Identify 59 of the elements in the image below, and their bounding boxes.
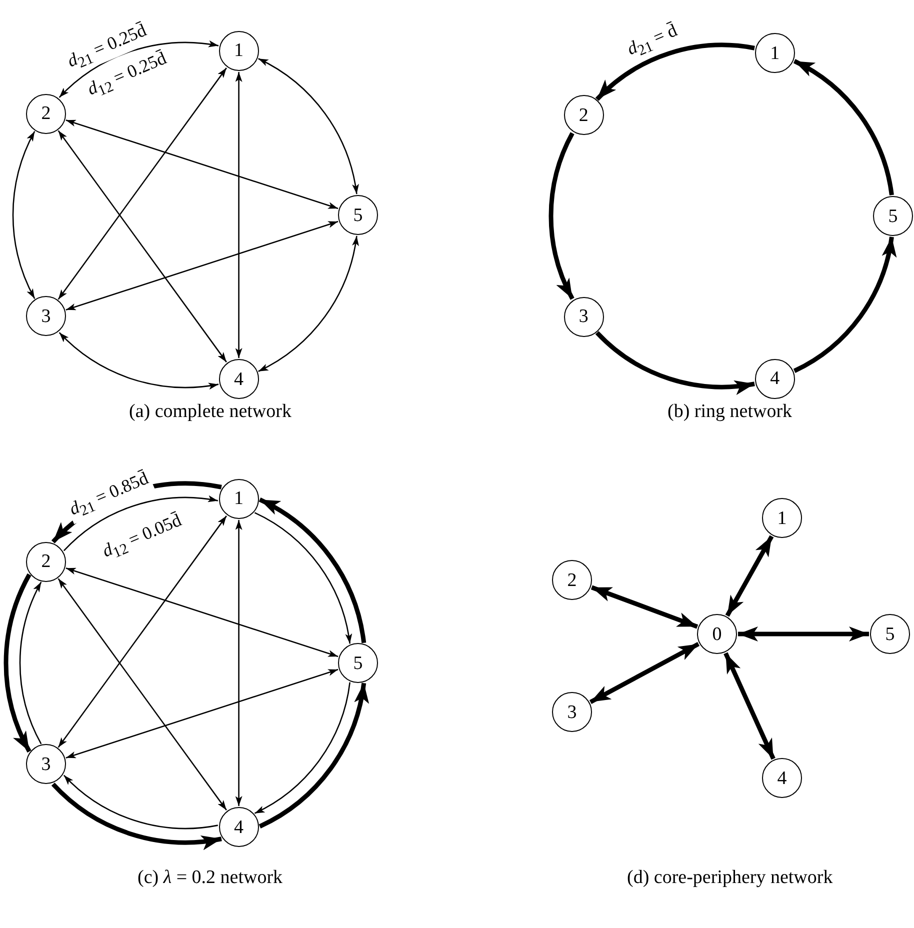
- node-circle: 4: [218, 359, 259, 400]
- arrow: [725, 535, 774, 617]
- arrow: [590, 585, 698, 629]
- arrow: [58, 578, 227, 810]
- node-circle: 1: [754, 33, 795, 74]
- node-circle: 0: [697, 614, 737, 654]
- curved-arrow: [58, 40, 219, 98]
- node-circle: 3: [26, 744, 66, 784]
- curved-arrow: [4, 574, 32, 752]
- node-circle: 2: [26, 94, 66, 134]
- caption: (c) λ = 0.2 network: [138, 867, 283, 889]
- node-circle: 2: [26, 542, 66, 582]
- node-circle: 1: [218, 478, 259, 519]
- arrow: [66, 567, 338, 658]
- arrow: [66, 220, 338, 311]
- node-circle: 3: [564, 296, 604, 336]
- curved-arrow: [258, 498, 366, 644]
- arrow: [58, 68, 227, 300]
- arrow: [58, 130, 227, 362]
- caption: (a) complete network: [129, 401, 292, 423]
- curved-arrow: [254, 512, 352, 644]
- arrow: [724, 652, 776, 760]
- curved-arrow: [258, 58, 358, 194]
- arrow: [235, 72, 242, 358]
- node-circle: 1: [218, 30, 259, 71]
- node-circle: 3: [552, 692, 592, 732]
- node-circle: 4: [762, 758, 802, 798]
- curved-arrow: [254, 682, 350, 814]
- arrow: [66, 119, 338, 210]
- node-circle: 3: [26, 296, 66, 336]
- curved-arrow: [63, 774, 218, 829]
- curved-arrow: [595, 43, 755, 101]
- curved-arrow: [63, 496, 218, 552]
- caption: (d) core-periphery network: [627, 867, 833, 889]
- node-circle: 2: [552, 560, 592, 600]
- curved-arrow: [258, 682, 368, 828]
- node-circle: 5: [338, 195, 378, 235]
- arrow: [589, 642, 700, 704]
- curved-arrow: [793, 59, 894, 196]
- arrow: [58, 516, 227, 748]
- curved-arrow: [595, 331, 755, 394]
- node-circle: 4: [754, 358, 795, 399]
- curved-arrow: [548, 132, 574, 300]
- arrow: [738, 626, 869, 642]
- node-circle: 4: [218, 807, 259, 848]
- curved-arrow: [58, 332, 219, 390]
- node-circle: 5: [338, 643, 378, 683]
- node-circle: 1: [762, 498, 802, 538]
- caption: (b) ring network: [668, 401, 792, 423]
- curved-arrow: [19, 582, 42, 744]
- node-circle: 2: [564, 95, 604, 136]
- arrow: [66, 668, 338, 759]
- curved-arrow: [258, 236, 358, 372]
- node-circle: 5: [870, 614, 910, 654]
- arrow: [235, 520, 242, 806]
- curved-arrow: [793, 236, 896, 373]
- curved-arrow: [12, 131, 36, 299]
- node-circle: 5: [873, 196, 913, 236]
- curved-arrow: [52, 782, 222, 850]
